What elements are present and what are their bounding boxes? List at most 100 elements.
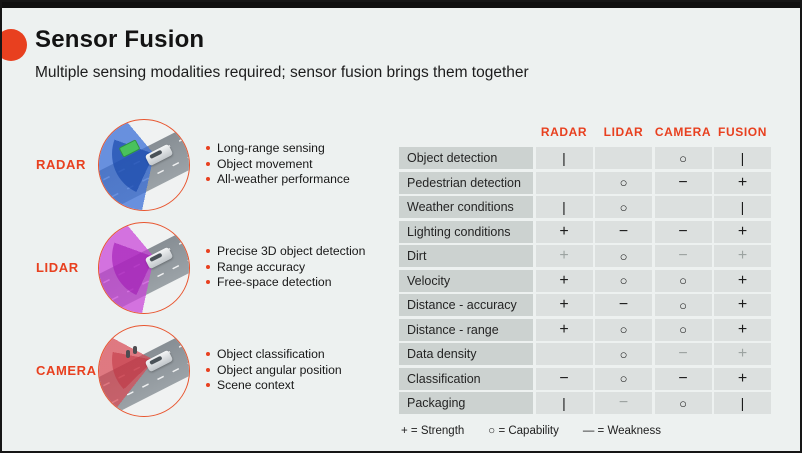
bullet-text: Object classification [217, 347, 325, 362]
symbol-cell: | [714, 392, 771, 414]
symbol-cell: − [535, 367, 593, 390]
symbol-cell: + [714, 318, 771, 341]
symbol-cell: ○ [595, 343, 652, 365]
bullet-text: Free-space detection [217, 275, 332, 290]
bullet-dot-icon [206, 249, 210, 254]
symbol-cell: + [714, 220, 771, 243]
symbol-cell: − [654, 343, 712, 365]
row-label: Object detection [399, 147, 533, 169]
column-header-fusion: FUSION [718, 125, 767, 139]
symbol-cell: ○ [595, 367, 652, 390]
symbol-cell: + [714, 294, 771, 316]
symbol-cell: | [535, 196, 593, 218]
row-label: Lighting conditions [399, 220, 533, 243]
symbol-cell [535, 171, 593, 194]
column-header-lidar: LIDAR [603, 125, 644, 139]
symbol-cell: + [535, 269, 593, 292]
symbol-cell: + [535, 318, 593, 341]
sensor-label: RADAR [36, 157, 86, 172]
symbol-cell: + [535, 245, 593, 267]
bullet-dot-icon [206, 383, 210, 388]
symbol-cell: − [654, 171, 712, 194]
symbol-cell: + [535, 220, 593, 243]
bullet-text: Object angular position [217, 362, 342, 377]
top-black-bar [2, 2, 800, 8]
row-label: Distance - accuracy [399, 294, 533, 316]
bullet-item: Long-range sensing [206, 141, 396, 157]
bullet-text: All-weather performance [217, 172, 350, 187]
symbol-cell: + [714, 367, 771, 390]
bullet-dot-icon [206, 280, 210, 285]
legend-item: + = Strength [401, 425, 465, 437]
row-label: Packaging [399, 392, 533, 414]
symbol-cell: | [535, 392, 593, 414]
symbol-cell [535, 343, 593, 365]
bullet-item: Range accuracy [206, 260, 396, 276]
bullet-dot-icon [206, 352, 210, 357]
page-title: Sensor Fusion [35, 26, 205, 53]
symbol-cell: ○ [654, 294, 712, 316]
bullet-item: Object classification [206, 347, 396, 363]
bullet-item: Object movement [206, 157, 396, 173]
symbol-cell: ○ [595, 318, 652, 341]
symbol-cell: ○ [654, 147, 712, 169]
symbol-cell: | [714, 147, 771, 169]
bullet-dot-icon [206, 177, 210, 182]
symbol-cell [654, 196, 712, 218]
bullet-item: All-weather performance [206, 172, 396, 188]
symbol-cell: ○ [595, 171, 652, 194]
symbol-cell: − [595, 220, 652, 243]
bullet-item: Precise 3D object detection [206, 244, 396, 260]
header-spacer [399, 124, 533, 140]
legend-item: — = Weakness [582, 425, 661, 437]
symbol-cell: ○ [595, 245, 652, 267]
lidar-cone-road-scene-icon [98, 221, 190, 314]
row-label: Velocity [399, 269, 533, 292]
bullet-dot-icon [206, 161, 210, 166]
symbol-cell: − [654, 220, 712, 243]
bullet-text: Object movement [217, 156, 313, 171]
bullet-dot-icon [206, 146, 210, 151]
row-label: Dirt [399, 245, 533, 267]
symbol-cell: + [535, 294, 593, 316]
bullet-item: Free-space detection [206, 275, 396, 291]
symbol-cell: − [654, 245, 712, 267]
pedestrian-graphic [126, 349, 130, 358]
bullet-text: Long-range sensing [217, 141, 325, 156]
column-header-camera: CAMERA [654, 125, 712, 139]
bullet-item: Scene context [206, 378, 396, 394]
bullet-item: Object angular position [206, 363, 396, 379]
row-label: Classification [399, 367, 533, 390]
capability-table-body: Object detection|○|Pedestrian detection○… [399, 147, 773, 414]
sensor-label: LIDAR [36, 260, 79, 275]
row-label: Data density [399, 343, 533, 365]
symbol-cell: | [714, 196, 771, 218]
symbol-cell: + [714, 171, 771, 194]
symbol-cell: | [535, 147, 593, 169]
symbol-cell: ○ [654, 392, 712, 414]
radar-cone-road-scene-icon [98, 118, 190, 211]
bullet-dot-icon [206, 367, 210, 372]
bullet-dot-icon [206, 264, 210, 269]
bullet-text: Scene context [217, 378, 295, 393]
page-subtitle: Multiple sensing modalities required; se… [35, 64, 529, 81]
sensor-label: CAMERA [36, 363, 97, 378]
row-label: Weather conditions [399, 196, 533, 218]
symbol-cell: + [714, 343, 771, 365]
symbol-cell: ○ [595, 269, 652, 292]
bullet-text: Precise 3D object detection [217, 244, 366, 259]
pedestrian-graphic [133, 345, 137, 354]
accent-bullet [2, 29, 27, 61]
bullet-text: Range accuracy [217, 259, 306, 274]
symbol-cell [595, 147, 652, 169]
